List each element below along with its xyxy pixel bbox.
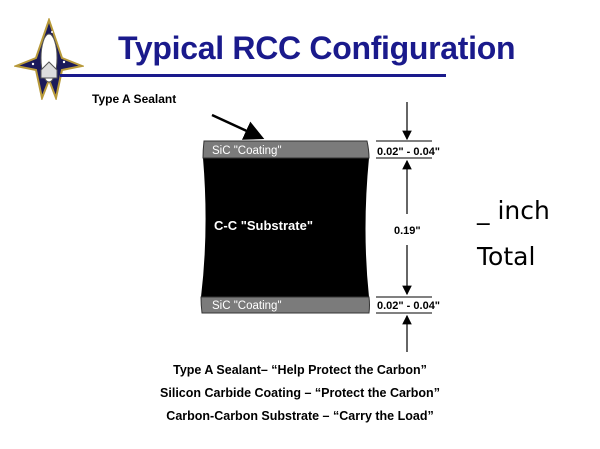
bottom-dimension-label: 0.02" - 0.04" bbox=[377, 300, 440, 312]
bottom-coating-layer bbox=[200, 296, 370, 314]
caption-substrate: Carbon-Carbon Substrate – “Carry the Loa… bbox=[166, 409, 434, 423]
caption-sealant: Type A Sealant– “Help Protect the Carbon… bbox=[173, 363, 427, 377]
inch-label: _ inch bbox=[477, 196, 550, 225]
top-dimension-label: 0.02" - 0.04" bbox=[377, 146, 440, 158]
top-coating-layer bbox=[202, 140, 370, 159]
sealant-arrow bbox=[211, 113, 265, 140]
substrate-label: C-C "Substrate" bbox=[214, 218, 313, 233]
substrate-layer bbox=[201, 158, 369, 297]
middle-dimension-label: 0.19" bbox=[394, 225, 421, 237]
caption-list: Type A Sealant– “Help Protect the Carbon… bbox=[0, 359, 600, 428]
sealant-label: Type A Sealant bbox=[92, 92, 177, 106]
title-underline bbox=[60, 74, 446, 77]
total-label: Total bbox=[477, 242, 536, 271]
page-title: Typical RCC Configuration bbox=[118, 30, 516, 66]
caption-coating: Silicon Carbide Coating – “Protect the C… bbox=[160, 386, 440, 400]
dimension-lines bbox=[376, 140, 432, 314]
bottom-coating-label: SiC "Coating" bbox=[212, 300, 282, 312]
mission-patch-logo bbox=[14, 18, 84, 100]
top-coating-label: SiC "Coating" bbox=[212, 145, 282, 157]
